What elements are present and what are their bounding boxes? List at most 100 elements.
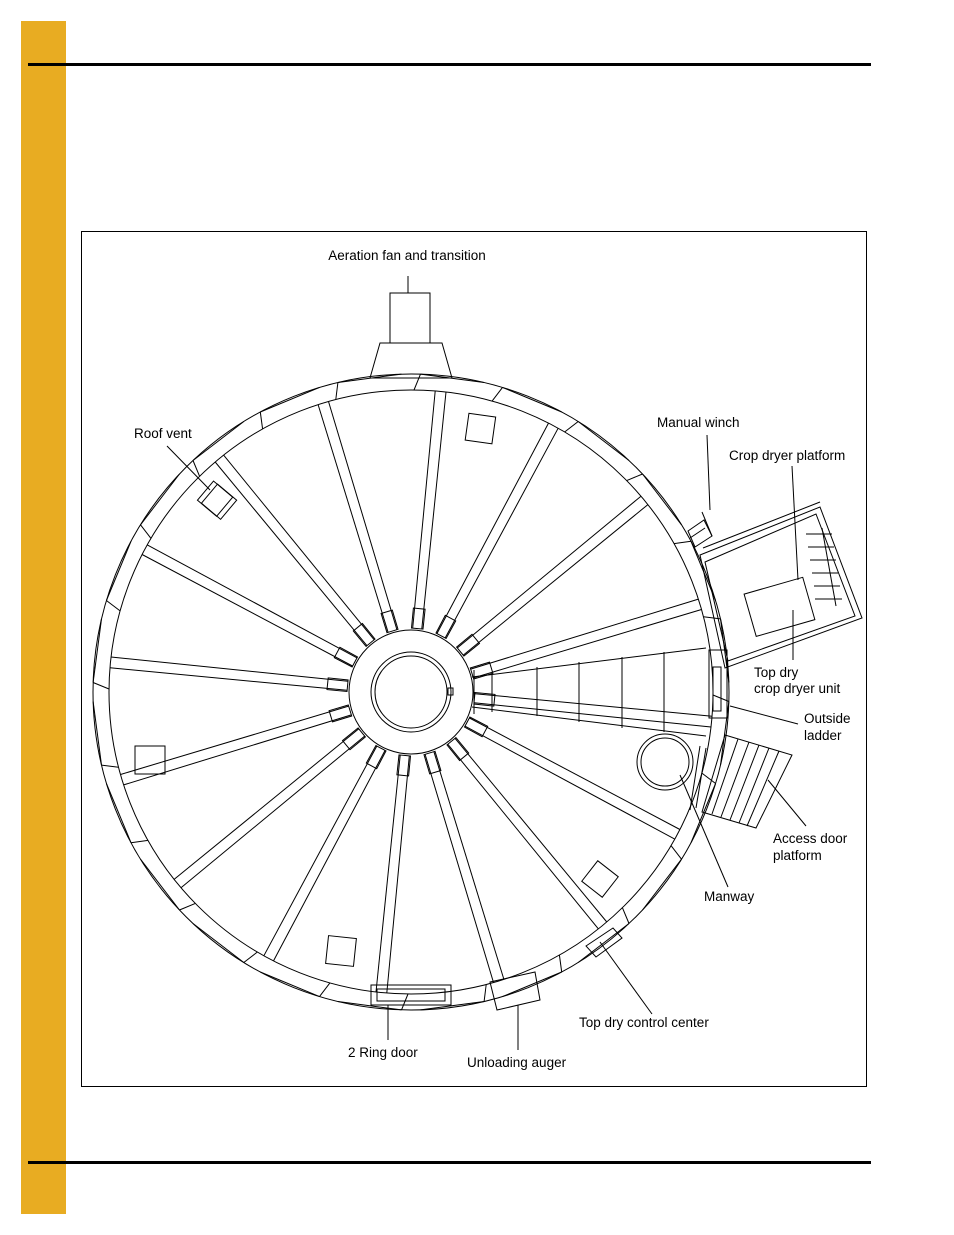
center-opening-inner: [374, 655, 448, 729]
eave-segment-line: [577, 923, 630, 963]
eave-segment-line: [491, 387, 503, 402]
eave-segment-line: [577, 421, 630, 461]
roof-panel-seams: [109, 390, 713, 994]
label-top-dry-unit-2: crop dryer unit: [754, 681, 841, 696]
aeration-fan: [369, 276, 453, 379]
panel-stiffener: [365, 744, 387, 770]
panel-stiffener: [380, 609, 399, 634]
eave-segment-line: [642, 858, 682, 911]
panel-seam-line: [474, 702, 712, 728]
control-center-body: [585, 927, 623, 958]
panel-seam-line: [433, 751, 505, 980]
panel-stiffener: [328, 704, 353, 723]
ring-door-body: [370, 984, 452, 1006]
label-manual-winch: Manual winch: [657, 415, 740, 430]
roof-outer-edge: [92, 373, 730, 1011]
manual-winch-body: [687, 511, 713, 548]
panel-seam-line: [424, 754, 494, 983]
panel-stiffener: [341, 727, 367, 751]
eave-segment-line: [701, 772, 716, 784]
eave-segment-line: [130, 839, 149, 844]
eave-segment-line: [192, 923, 245, 963]
roof-eave-segments: [92, 373, 730, 1011]
panel-seam-line: [474, 693, 713, 717]
figure-frame: [81, 231, 867, 1087]
panel-stiffener: [352, 622, 376, 648]
center-collar: [348, 629, 474, 755]
interior-ladder: [471, 647, 707, 737]
panel-seam-line: [386, 755, 410, 994]
eave-segment-line: [140, 524, 152, 539]
eave-segment-line: [401, 993, 409, 1011]
eave-segment-line: [558, 954, 563, 973]
label-unloading-auger: Unloading auger: [467, 1055, 567, 1070]
eave-segment-line: [259, 411, 264, 430]
panel-seam-line: [473, 609, 702, 679]
panel-seam-line: [110, 656, 348, 682]
eave-segment-line: [621, 907, 630, 924]
panel-seam-line: [147, 544, 358, 659]
panel-seam-line: [436, 422, 549, 634]
eave-segment-line: [502, 386, 562, 413]
roof-vent-group: [134, 412, 619, 967]
eave-segment-line: [335, 382, 339, 400]
label-ring-door: 2 Ring door: [348, 1045, 418, 1060]
panel-seam-line: [454, 738, 608, 923]
eave-segment-line: [260, 386, 320, 413]
panel-stiffener: [463, 716, 489, 738]
label-top-dry-unit-1: Top dry: [754, 665, 799, 680]
manway-ring: [636, 733, 694, 791]
eave-segment-line: [642, 473, 682, 526]
label-outside-ladder-1: Outside: [804, 711, 851, 726]
panel-stiffener: [423, 750, 442, 775]
panel-stiffener: [435, 614, 457, 640]
panel-seam-line: [462, 504, 649, 656]
panel-seam-line: [412, 390, 436, 629]
panel-seam-line: [470, 598, 699, 670]
panel-stiffener: [326, 677, 349, 693]
eave-segment-line: [92, 618, 102, 683]
access-door-platform-body: [689, 734, 793, 829]
eave-segment-line: [319, 982, 331, 997]
panel-seam-line: [375, 755, 401, 993]
label-access-door-1: Access door: [773, 831, 848, 846]
eave-segment-line: [92, 701, 102, 766]
eave-segment-line: [670, 845, 682, 860]
panel-seam-line: [421, 391, 447, 629]
eave-segment-line: [413, 373, 421, 391]
panel-seam-line: [180, 735, 365, 889]
eave-segment-line: [192, 460, 201, 477]
eave-segment-line: [420, 1001, 485, 1011]
eave-segment-line: [720, 701, 730, 766]
eave-segment-line: [140, 473, 180, 526]
panel-stiffener: [469, 661, 494, 680]
eave-segment-line: [92, 682, 110, 690]
eave-segment-line: [483, 984, 487, 1002]
eave-segment-line: [101, 764, 119, 768]
panel-stiffener: [455, 633, 481, 657]
panel-seam-line: [120, 705, 349, 775]
crop-dryer-platform-body: [699, 501, 863, 669]
eave-segment-line: [105, 783, 132, 843]
header-rule: [28, 63, 871, 66]
label-access-door-2: platform: [773, 848, 822, 863]
manway-ring-inner: [640, 737, 690, 787]
eave-segment-line: [243, 951, 258, 963]
label-control-center: Top dry control center: [579, 1015, 709, 1030]
panel-seam-line: [123, 714, 352, 786]
eave-segment-line: [192, 421, 245, 461]
eave-segment-line: [626, 473, 643, 482]
eave-segment-line: [502, 971, 562, 998]
unloading-auger-body: [489, 971, 541, 1011]
panel-seam-line: [317, 404, 389, 633]
panel-stiffener: [396, 754, 412, 777]
panel-stiffener: [410, 607, 426, 630]
panel-seam-line: [273, 750, 386, 962]
label-crop-dryer-platform: Crop dryer platform: [729, 448, 845, 463]
panel-seam-line: [457, 495, 642, 649]
eave-segment-line: [179, 902, 196, 911]
eave-segment-line: [564, 421, 579, 433]
eave-segment-line: [260, 971, 320, 998]
eave-segment-line: [673, 540, 692, 545]
panel-stiffener: [333, 646, 359, 668]
